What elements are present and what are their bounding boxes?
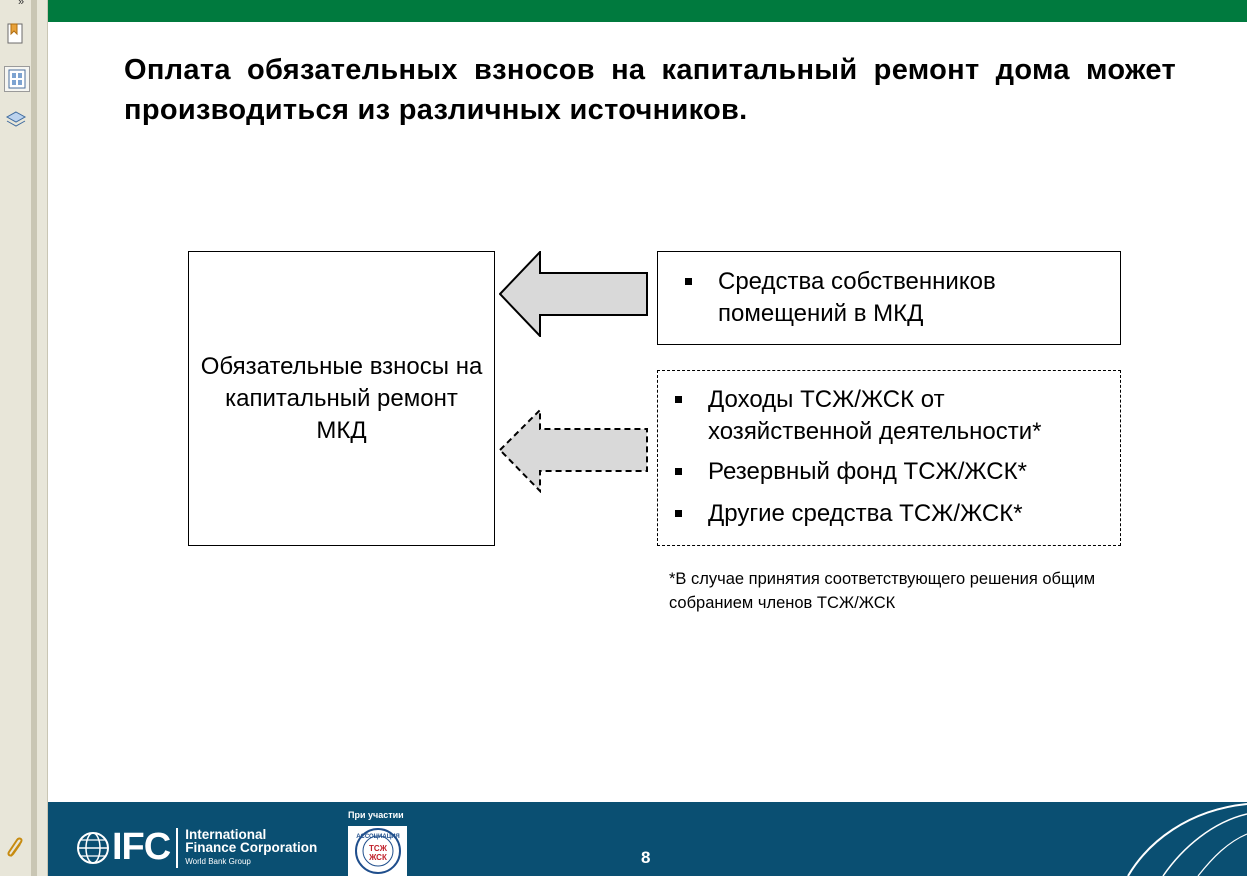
bookmarks-button[interactable] [4,22,28,46]
footnote: *В случае принятия соответствующего реше… [669,570,1096,612]
owners-funds-box: Средства собственников помещений в МКД [657,251,1121,345]
sidebar-strip [31,0,37,876]
attachments-icon [7,837,23,857]
list-item: Резервный фонд ТСЖ/ЖСК* [670,456,1110,488]
association-logo: АССОЦИАЦИЯ ТСЖ ЖСК [348,826,407,876]
top-green-band [48,0,1247,22]
ifc-group: World Bank Group [185,856,251,866]
association-emblem-icon: АССОЦИАЦИЯ ТСЖ ЖСК [354,828,401,874]
attachments-button[interactable] [4,836,28,860]
ifc-separator [176,827,179,868]
hoa-funds-box: Доходы ТСЖ/ЖСК от хозяйственной деятельн… [657,370,1121,546]
ifc-name: International Finance Corporation World … [185,826,318,868]
ifc-letters: IFC [112,826,171,868]
collapse-sidebar-button[interactable]: » [18,0,25,8]
assoc-text-mid: ТСЖ [369,844,388,853]
owners-sources-list: Средства собственников помещений в МКД [680,266,1110,330]
ifc-logo: IFC International Finance Corporation Wo… [76,826,317,869]
dashed-arrow [499,409,648,493]
layers-icon [5,111,27,127]
participation-label: При участии [348,810,404,820]
slide-page: Оплата обязательных взносов на капитальн… [48,0,1247,876]
assoc-text-top: АССОЦИАЦИЯ [356,834,399,840]
hoa-sources-list: Доходы ТСЖ/ЖСК от хозяйственной деятельн… [670,384,1110,530]
decorative-swoosh [1127,803,1247,876]
ifc-name-line2: Finance Corporation [185,839,318,855]
list-item: Средства собственников помещений в МКД [680,266,1110,330]
layers-button[interactable] [4,108,28,132]
solid-arrow [499,251,648,337]
ifc-name-line1: International [185,826,267,842]
viewer-sidebar: » [0,0,48,876]
footer-band: IFC International Finance Corporation Wo… [48,802,1247,876]
target-box-text: Обязательные взносы на капитальный ремон… [200,352,483,444]
list-item: Доходы ТСЖ/ЖСК от хозяйственной деятельн… [670,384,1110,448]
globe-icon [77,831,109,864]
page-number: 8 [641,848,651,867]
bookmarks-icon [7,23,23,44]
list-item: Другие средства ТСЖ/ЖСК* [670,498,1110,530]
target-box: Обязательные взносы на капитальный ремон… [188,251,495,546]
page-thumbnails-button[interactable] [4,66,30,92]
assoc-text-bottom: ЖСК [368,853,387,862]
page-thumbnails-icon [8,69,26,89]
slide-title: Оплата обязательных взносов на капитальн… [124,54,1176,126]
